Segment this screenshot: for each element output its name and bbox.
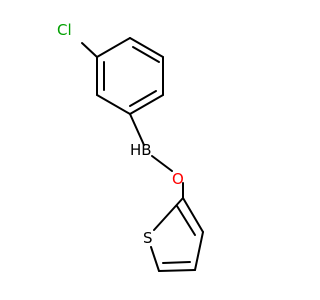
boron-atom-label: HB — [130, 141, 152, 159]
sulfur-atom-label: S — [143, 229, 153, 247]
bond-thiophene — [158, 269, 196, 272]
bond-b-o — [151, 155, 173, 172]
bond-benzene — [129, 37, 164, 58]
bond-benzene-inner — [129, 90, 157, 107]
structure-drawing: Cl HB O S — [57, 21, 204, 272]
bond-thiophene-inner — [176, 205, 196, 236]
bond-c-cl — [81, 42, 98, 58]
bond-benzene — [96, 37, 131, 58]
bond-c-b — [129, 113, 145, 146]
bond-benzene — [129, 94, 164, 115]
bond-thiophene — [150, 246, 160, 272]
chlorine-atom-label: Cl — [57, 21, 72, 39]
oxygen-atom-label: O — [172, 170, 184, 188]
molecule-canvas: Cl HB O S — [57, 21, 204, 272]
bond-thiophene — [182, 197, 204, 233]
bond-thiophene — [194, 231, 204, 271]
bond-thiophene-inner — [162, 261, 191, 264]
bond-benzene — [96, 94, 131, 115]
bond-thiophene — [153, 197, 184, 231]
bond-benzene-inner — [132, 46, 160, 63]
